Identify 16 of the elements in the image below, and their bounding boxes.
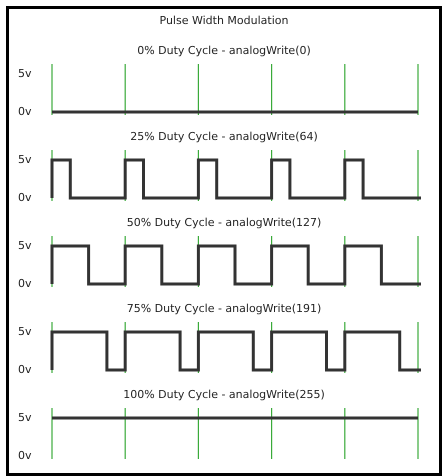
waveform-heading: 25% Duty Cycle - analogWrite(64) — [129, 130, 319, 143]
voltage-label: 5v — [18, 325, 32, 338]
voltage-label: 5v — [18, 67, 32, 80]
voltage-label: 0v — [18, 191, 32, 204]
waveform-heading: 0% Duty Cycle - analogWrite(0) — [136, 44, 312, 57]
waveform-heading: 75% Duty Cycle - analogWrite(191) — [126, 302, 322, 315]
voltage-label: 0v — [18, 449, 32, 462]
voltage-label: 0v — [18, 105, 32, 118]
waveform-heading: 50% Duty Cycle - analogWrite(127) — [126, 216, 322, 229]
diagram-title: Pulse Width Modulation — [158, 14, 290, 27]
waveform-heading: 100% Duty Cycle - analogWrite(255) — [122, 388, 326, 401]
voltage-label: 0v — [18, 363, 32, 376]
voltage-label: 5v — [18, 153, 32, 166]
voltage-label: 5v — [18, 411, 32, 424]
voltage-label: 5v — [18, 239, 32, 252]
voltage-label: 0v — [18, 277, 32, 290]
